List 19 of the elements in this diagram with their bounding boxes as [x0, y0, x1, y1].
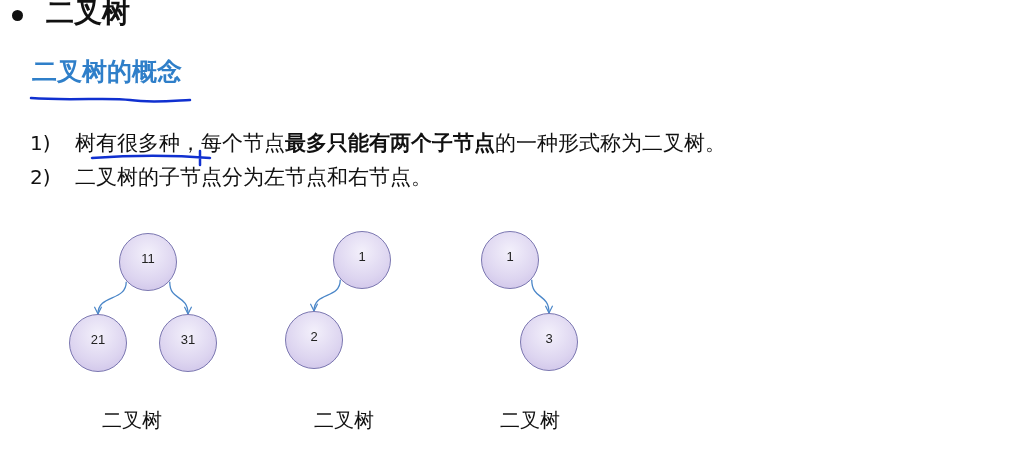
tree-node-circle: 21	[69, 314, 127, 372]
tree-caption: 二叉树	[314, 407, 374, 434]
section-heading: 二叉树的概念	[32, 56, 182, 88]
tree-node-circle: 31	[159, 314, 217, 372]
tree-node-circle: 11	[119, 233, 177, 291]
list-number: 2)	[30, 165, 51, 189]
tree-node-circle: 2	[285, 311, 343, 369]
arrow	[169, 281, 192, 315]
arrow	[310, 279, 341, 312]
tree-node-circle: 3	[520, 313, 578, 371]
list-text: 树有很多种，每个节点最多只能有两个子节点的一种形式称为二叉树。	[75, 130, 726, 157]
tree-caption: 二叉树	[102, 407, 162, 434]
list-number: 1)	[30, 131, 51, 155]
list-text: 二叉树的子节点分为左节点和右节点。	[75, 164, 432, 191]
arrow	[531, 279, 553, 314]
arrow	[94, 281, 127, 315]
tree-node-circle: 1	[333, 231, 391, 289]
tree-caption: 二叉树	[500, 407, 560, 434]
tree-node-circle: 1	[481, 231, 539, 289]
